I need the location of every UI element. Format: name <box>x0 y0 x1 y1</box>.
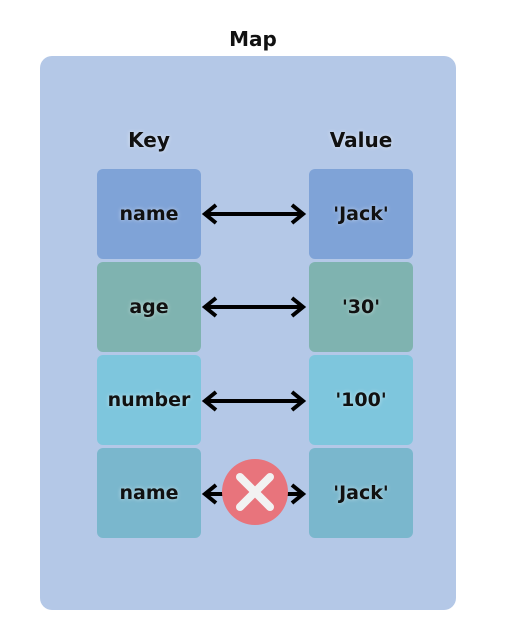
key-cell: name <box>97 448 201 538</box>
double-arrow-icon <box>201 203 307 225</box>
value-column-header: Value <box>329 128 393 152</box>
close-icon <box>222 459 288 525</box>
value-cell: '100' <box>309 355 413 445</box>
map-title: Map <box>229 27 277 51</box>
key-column-header: Key <box>128 128 170 152</box>
value-cell: '30' <box>309 262 413 352</box>
double-arrow-icon <box>201 390 307 412</box>
value-cell: 'Jack' <box>309 169 413 259</box>
key-cell: age <box>97 262 201 352</box>
key-cell: number <box>97 355 201 445</box>
value-cell: 'Jack' <box>309 448 413 538</box>
double-arrow-icon <box>201 296 307 318</box>
key-cell: name <box>97 169 201 259</box>
